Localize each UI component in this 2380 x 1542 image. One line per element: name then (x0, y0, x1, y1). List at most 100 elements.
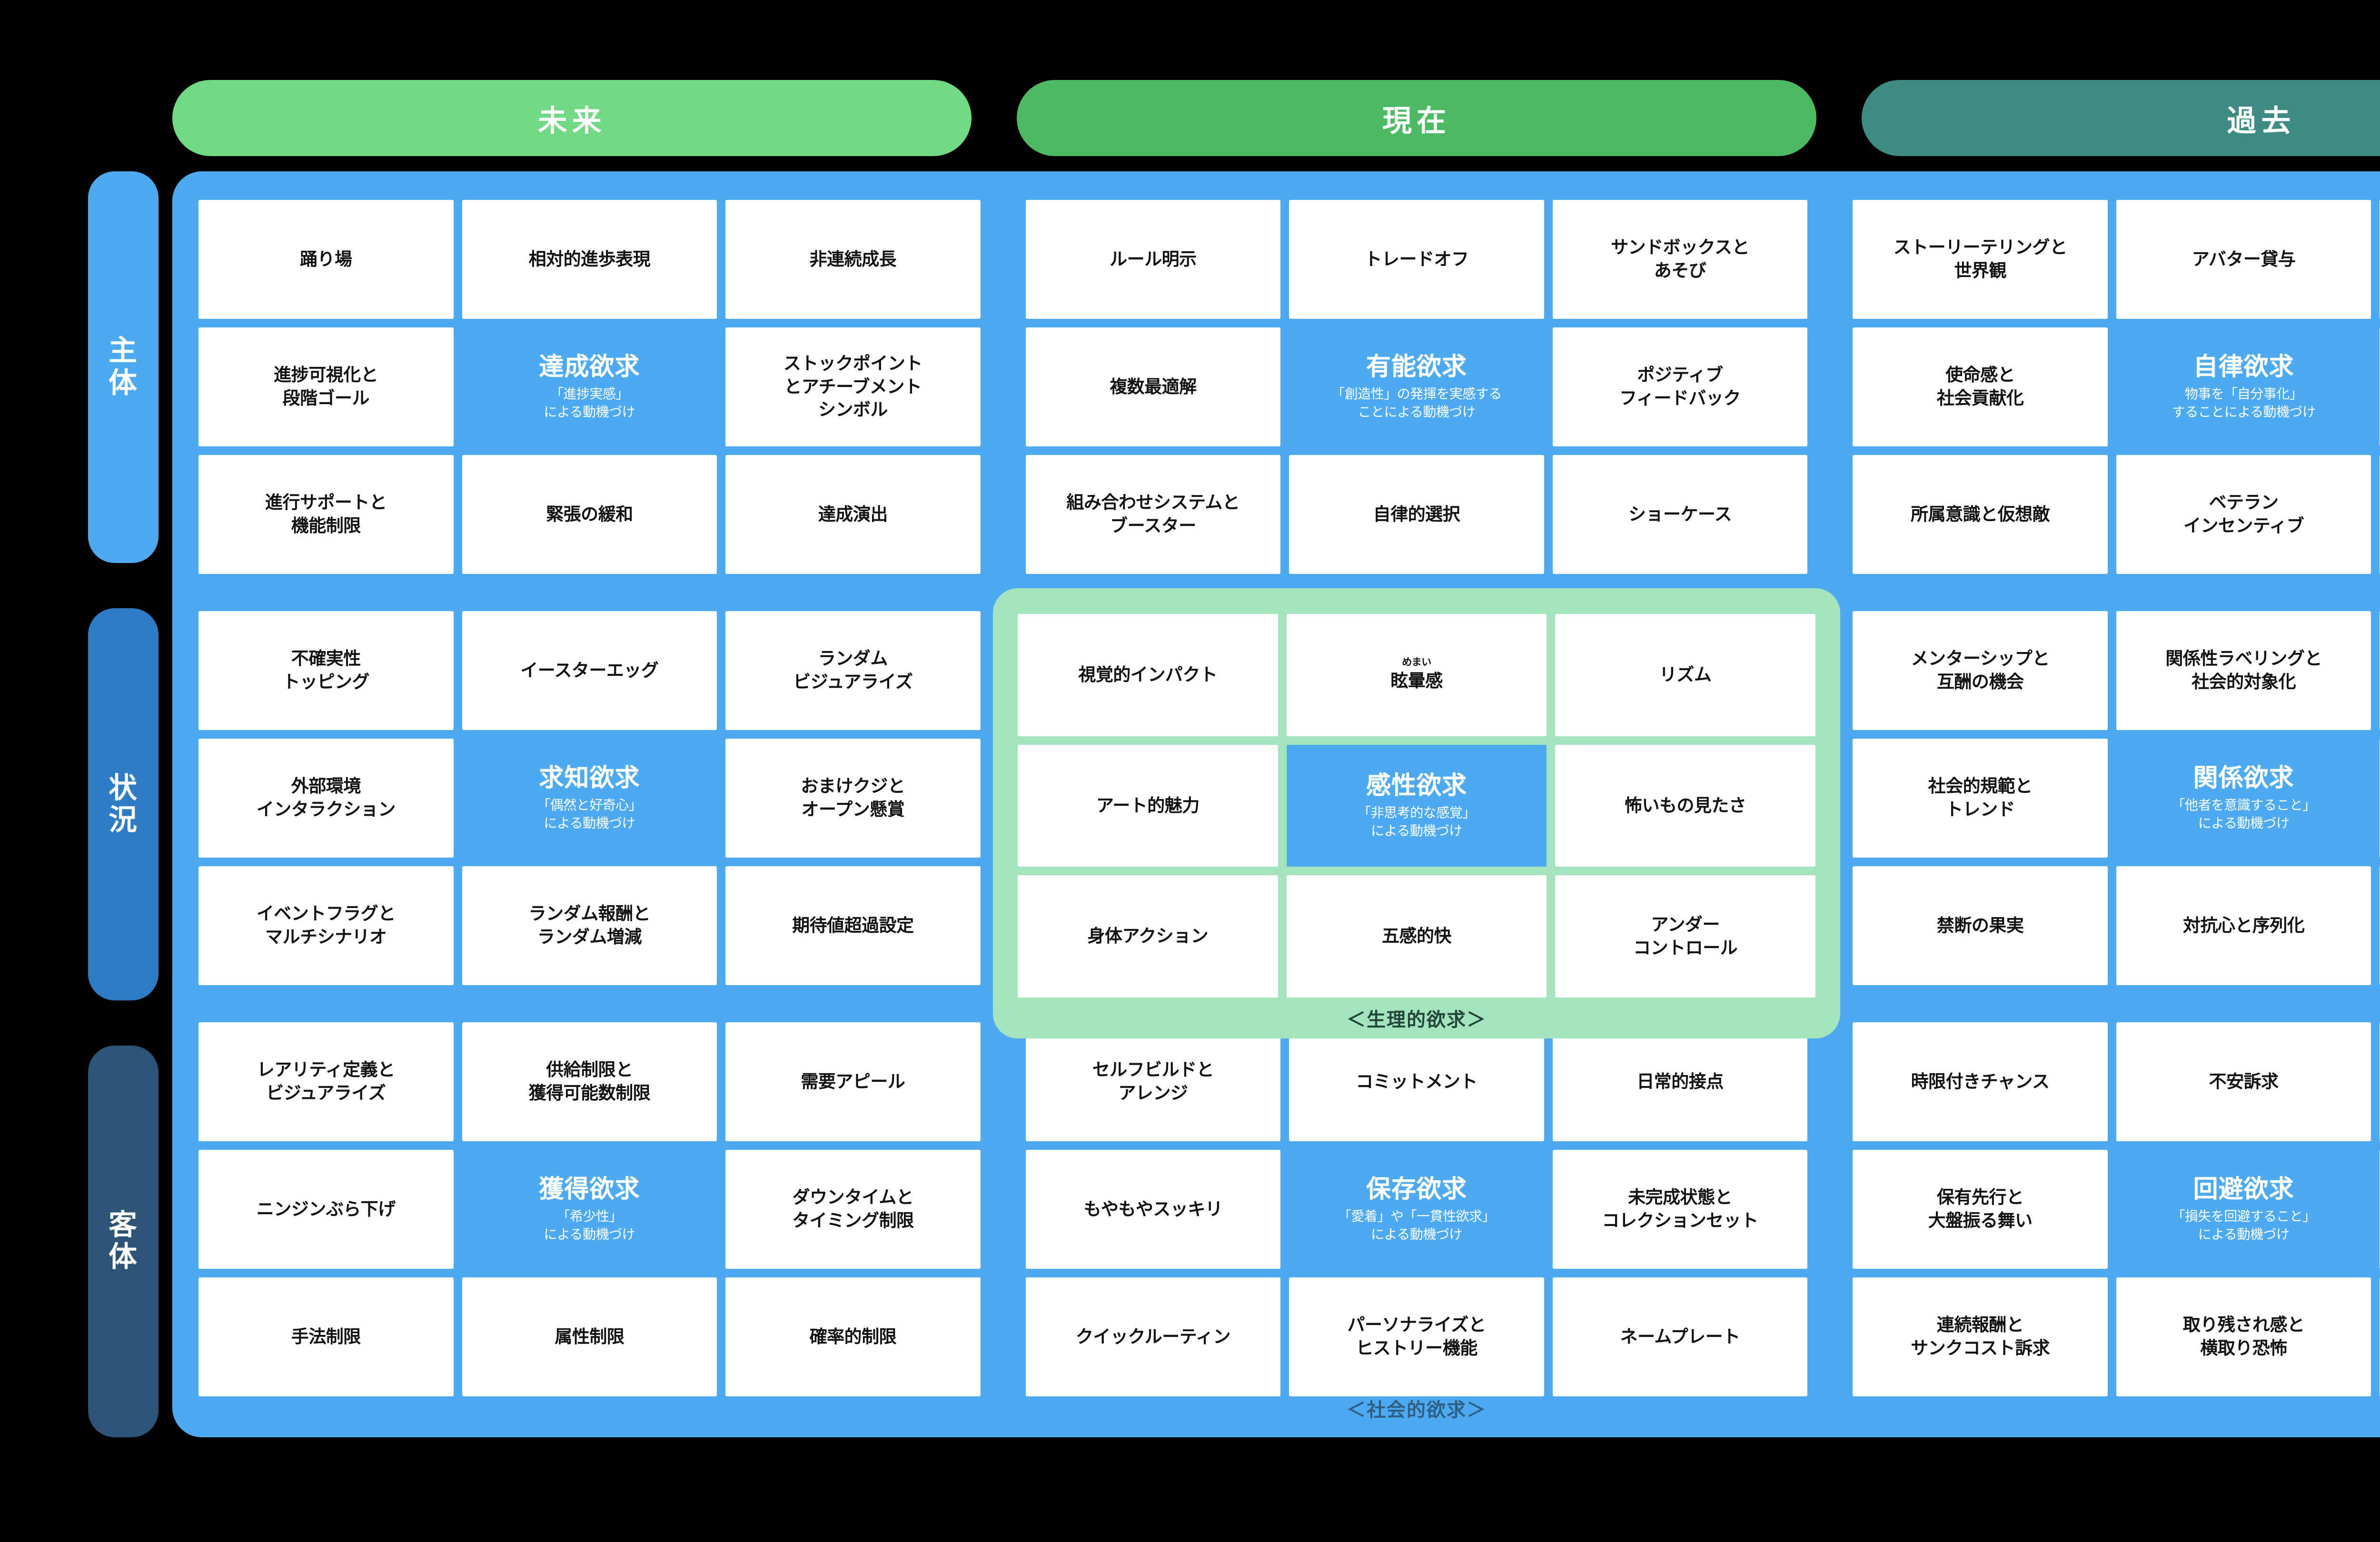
technique-label: 怖いもの見たさ (1624, 795, 1746, 816)
technique-cell: 時限付きチャンス (1853, 1022, 2108, 1141)
technique-cell: メンターシップと互酬の機会 (1853, 611, 2108, 730)
technique-label: 属性制限 (555, 1326, 625, 1347)
need-title: 関係欲求 (2193, 763, 2294, 792)
technique-label: 自律的選択 (1373, 504, 1460, 524)
technique-cell: ポジティブフィードバック (1552, 327, 1808, 446)
technique-cell: アート的魅力 (1018, 744, 1278, 867)
technique-label: イベントフラグとマルチシナリオ (256, 903, 396, 947)
technique-cell: 使命感と社会貢献化 (1853, 327, 2108, 446)
technique-label: ストックポイントとアチーブメントシンボル (783, 353, 923, 420)
technique-cell: コミットメント (1289, 1022, 1544, 1141)
need-subtitle: 「創造性」の発揮を実感することによる動機づけ (1331, 386, 1502, 420)
technique-label: レアリティ定義とビジュアライズ (257, 1059, 395, 1103)
technique-label: 需要アピール (801, 1071, 905, 1092)
need-center-cell-object-past: 回避欲求「損失を回避すること」による動機づけ (2116, 1150, 2371, 1269)
technique-label: ランダム報酬とランダム増減 (528, 903, 651, 947)
need-center-cell-situation-future: 求知欲求「偶然と好奇心」による動機づけ (462, 739, 717, 858)
technique-cell: サンドボックスとあそび (1552, 200, 1808, 319)
need-subtitle: 「非思考的な感覚」による動機づけ (1358, 805, 1476, 839)
need-title: 自律欲求 (2193, 352, 2294, 381)
technique-cell: 需要アピール (725, 1022, 981, 1141)
technique-cell: ストーリーテリングと世界観 (1853, 200, 2108, 319)
sidebar-situation-line2: 況 (109, 803, 138, 837)
sidebar-item-object: 客 体 (88, 1045, 159, 1437)
technique-cell: 達成演出 (725, 455, 981, 574)
need-subtitle: 「愛着」や「一貫性欲求」による動機づけ (1338, 1208, 1496, 1242)
need-title: 保存欲求 (1366, 1175, 1467, 1204)
need-title: 回避欲求 (2193, 1175, 2294, 1204)
technique-label: 連続報酬とサンクコスト訴求 (1911, 1315, 2050, 1358)
need-block-subject-past: ストーリーテリングと世界観アバター貸与一石二鳥チュートリアル使命感と社会貢献化自… (1853, 200, 2380, 574)
technique-cell: ストックポイントとアチーブメントシンボル (725, 327, 981, 446)
matrix-row-1: 不確実性トッピングイースターエッグランダムビジュアライズ外部環境インタラクション… (198, 611, 2380, 985)
sidebar-item-subject: 主 体 (88, 171, 159, 563)
need-block-situation-past: メンターシップと互酬の機会関係性ラベリングと社会的対象化共通目標と貢献実感社会的… (1853, 611, 2380, 985)
technique-label: メンターシップと互酬の機会 (1911, 648, 2050, 692)
technique-label: 日常的接点 (1636, 1071, 1724, 1092)
technique-cell: セルフビルドとアレンジ (1025, 1022, 1281, 1141)
technique-cell: ランダムビジュアライズ (725, 611, 981, 730)
technique-label: ニンジンぶら下げ (256, 1198, 396, 1219)
technique-label: 不確実性トッピング (282, 648, 370, 692)
technique-label: ダウンタイムとタイミング制限 (792, 1187, 914, 1231)
technique-cell: イースターエッグ (462, 611, 717, 730)
matrix-row-0: 踊り場相対的進歩表現非連続成長進捗可視化と段階ゴール達成欲求「進捗実感」による動… (198, 200, 2380, 574)
technique-cell: めまい眩暈感 (1286, 614, 1547, 736)
technique-label: 確率的制限 (809, 1326, 897, 1347)
technique-label: ショーケース (1628, 504, 1732, 524)
need-center-cell-subject-past: 自律欲求物事を「自分事化」することによる動機づけ (2116, 327, 2371, 446)
matrix-row-2: レアリティ定義とビジュアライズ 供給制限と獲得可能数制限 需要アピールニンジンぶら下… (198, 1022, 2380, 1396)
social-needs-label: ＜社会的欲求＞ (1347, 1399, 1487, 1421)
sidebar-object-line1: 客 (109, 1208, 138, 1242)
technique-label: 緊張の緩和 (546, 504, 633, 524)
technique-label: アンダーコントロール (1633, 914, 1738, 958)
technique-cell: 供給制限と獲得可能数制限 (462, 1022, 717, 1141)
technique-label: アート的魅力 (1096, 795, 1200, 816)
row-headers: 主 体 状 況 客 体 (88, 171, 159, 1437)
need-center-cell-subject-future: 達成欲求「進捗実感」による動機づけ (462, 327, 717, 446)
technique-label: ルール明示 (1110, 248, 1197, 269)
technique-label: 踊り場 (300, 248, 352, 269)
need-subtitle: 物事を「自分事化」することによる動機づけ (2172, 386, 2316, 420)
technique-label: ランダムビジュアライズ (793, 648, 913, 692)
technique-label: 組み合わせシステムとブースター (1066, 492, 1240, 536)
technique-cell: ランダム報酬とランダム増減 (462, 866, 717, 985)
technique-cell: イベントフラグとマルチシナリオ (198, 866, 454, 985)
technique-label: 関係性ラベリングと社会的対象化 (2165, 648, 2322, 692)
technique-label: セルフビルドとアレンジ (1092, 1059, 1214, 1103)
technique-cell: 進行サポートと機能制限 (198, 455, 454, 574)
technique-label: 達成演出 (818, 504, 888, 524)
technique-cell: 未完成状態とコレクションセット (1552, 1150, 1808, 1269)
need-block-subject-future: 踊り場相対的進歩表現非連続成長進捗可視化と段階ゴール達成欲求「進捗実感」による動… (198, 200, 981, 574)
technique-cell: 複数最適解 (1025, 327, 1281, 446)
column-headers: 未来 現在 過去 (172, 80, 2380, 156)
technique-cell: 不確実性トッピング (198, 611, 454, 730)
technique-label: 時限付きチャンス (1911, 1071, 2050, 1092)
need-title: 獲得欲求 (539, 1175, 640, 1204)
technique-cell: リズム (1555, 614, 1815, 736)
physiological-grid: 視覚的インパクトめまい眩暈感リズムアート的魅力感性欲求「非思考的な感覚」による動… (1018, 614, 1815, 998)
technique-cell: 期待値超過設定 (725, 866, 981, 985)
technique-cell: 日常的接点 (1552, 1022, 1808, 1141)
matrix-panel: 踊り場相対的進歩表現非連続成長進捗可視化と段階ゴール達成欲求「進捗実感」による動… (172, 171, 2380, 1437)
technique-cell: レアリティ定義とビジュアライズ (198, 1022, 454, 1141)
ruby-reading: めまい (1402, 656, 1431, 668)
technique-cell: 怖いもの見たさ (1555, 744, 1815, 867)
technique-cell: 五感的快 (1286, 875, 1547, 998)
technique-cell: 対抗心と序列化 (2116, 866, 2371, 985)
need-subtitle: 「損失を回避すること」による動機づけ (2172, 1208, 2316, 1242)
technique-label: クイックルーティン (1075, 1326, 1231, 1347)
technique-label: 視覚的インパクト (1078, 664, 1218, 685)
technique-cell: ベテランインセンティブ (2116, 455, 2371, 574)
technique-label: 不安訴求 (2209, 1071, 2279, 1092)
sidebar-object-line2: 体 (109, 1240, 138, 1274)
technique-cell: トレードオフ (1289, 200, 1544, 319)
technique-label: おまけクジとオープン懸賞 (801, 776, 905, 820)
technique-cell: 属性制限 (462, 1277, 717, 1396)
technique-cell: ルール明示 (1025, 200, 1281, 319)
technique-cell: 不安訴求 (2116, 1022, 2371, 1141)
technique-cell: 連続報酬とサンクコスト訴求 (1853, 1277, 2108, 1396)
technique-label: 進行サポートと機能制限 (265, 492, 387, 536)
technique-label: トレードオフ (1364, 248, 1469, 269)
